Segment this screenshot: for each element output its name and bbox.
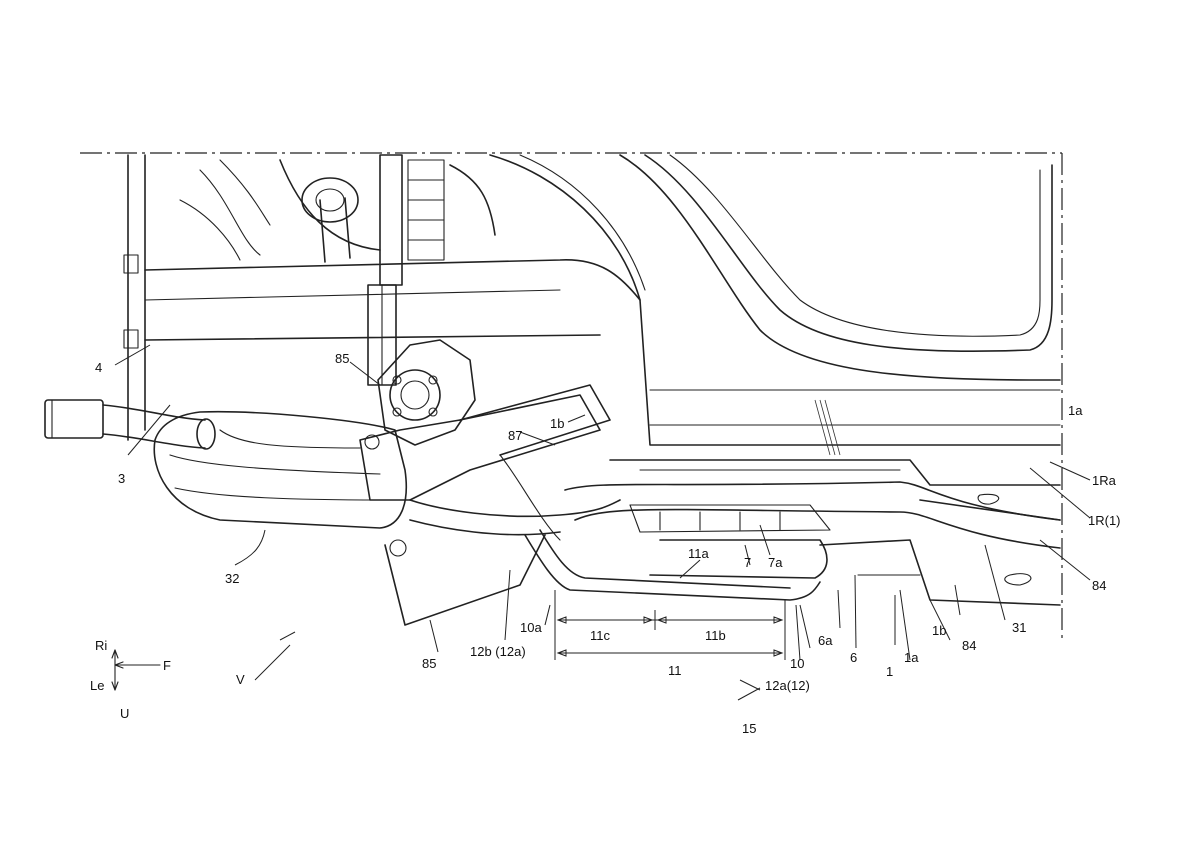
rear-frame (123, 154, 641, 441)
label-15: 15 (742, 721, 756, 736)
label-Le: Le (90, 678, 104, 693)
label-F: F (163, 658, 171, 673)
side-step (564, 481, 1061, 606)
muffler (153, 410, 407, 529)
label-10a: 10a (520, 620, 542, 635)
label-11b: 11b (705, 628, 726, 643)
label-6a: 6a (818, 633, 833, 648)
labels: 4 3 32 85 87 1b 1a 1Ra 1R(1) 84 31 84 1b… (90, 351, 1121, 736)
label-1b-mid: 1b (550, 416, 564, 431)
label-7a: 7a (768, 555, 783, 570)
label-Ri: Ri (95, 638, 107, 653)
label-85-bottom: 85 (422, 656, 436, 671)
fuel-tank-area (279, 159, 496, 263)
label-1a-right: 1a (1068, 403, 1083, 418)
label-7: 7 (744, 555, 751, 570)
shock-absorber (367, 154, 403, 386)
label-U: U (120, 706, 129, 721)
body-side (489, 154, 1061, 456)
label-4: 4 (95, 360, 102, 375)
label-12a12: 12a(12) (765, 678, 810, 693)
label-1Ra: 1Ra (1092, 473, 1117, 488)
center-line (80, 152, 1063, 640)
label-3: 3 (118, 471, 125, 486)
label-1: 1 (886, 664, 893, 679)
label-6: 6 (850, 650, 857, 665)
label-11c: 11c (590, 628, 610, 643)
label-1b-low: 1b (932, 623, 946, 638)
label-1R1: 1R(1) (1088, 513, 1121, 528)
dimension-lines (554, 590, 786, 660)
leader-lines (114, 344, 1091, 701)
label-10: 10 (790, 656, 804, 671)
label-11a: 11a (688, 546, 709, 561)
label-1a-low: 1a (904, 650, 919, 665)
label-31: 31 (1012, 620, 1026, 635)
label-V: V (236, 672, 245, 687)
label-84-a: 84 (1092, 578, 1106, 593)
label-32: 32 (225, 571, 239, 586)
label-11: 11 (668, 663, 682, 678)
direction-indicator (111, 649, 161, 691)
label-87: 87 (508, 428, 522, 443)
label-12b12a: 12b (12a) (470, 644, 526, 659)
tailpipe-rail (409, 499, 821, 601)
side-sill (609, 459, 1061, 586)
label-85-top: 85 (335, 351, 349, 366)
wheel-hub (359, 339, 601, 626)
label-84-b: 84 (962, 638, 976, 653)
exhaust-tailpipe (44, 399, 216, 450)
